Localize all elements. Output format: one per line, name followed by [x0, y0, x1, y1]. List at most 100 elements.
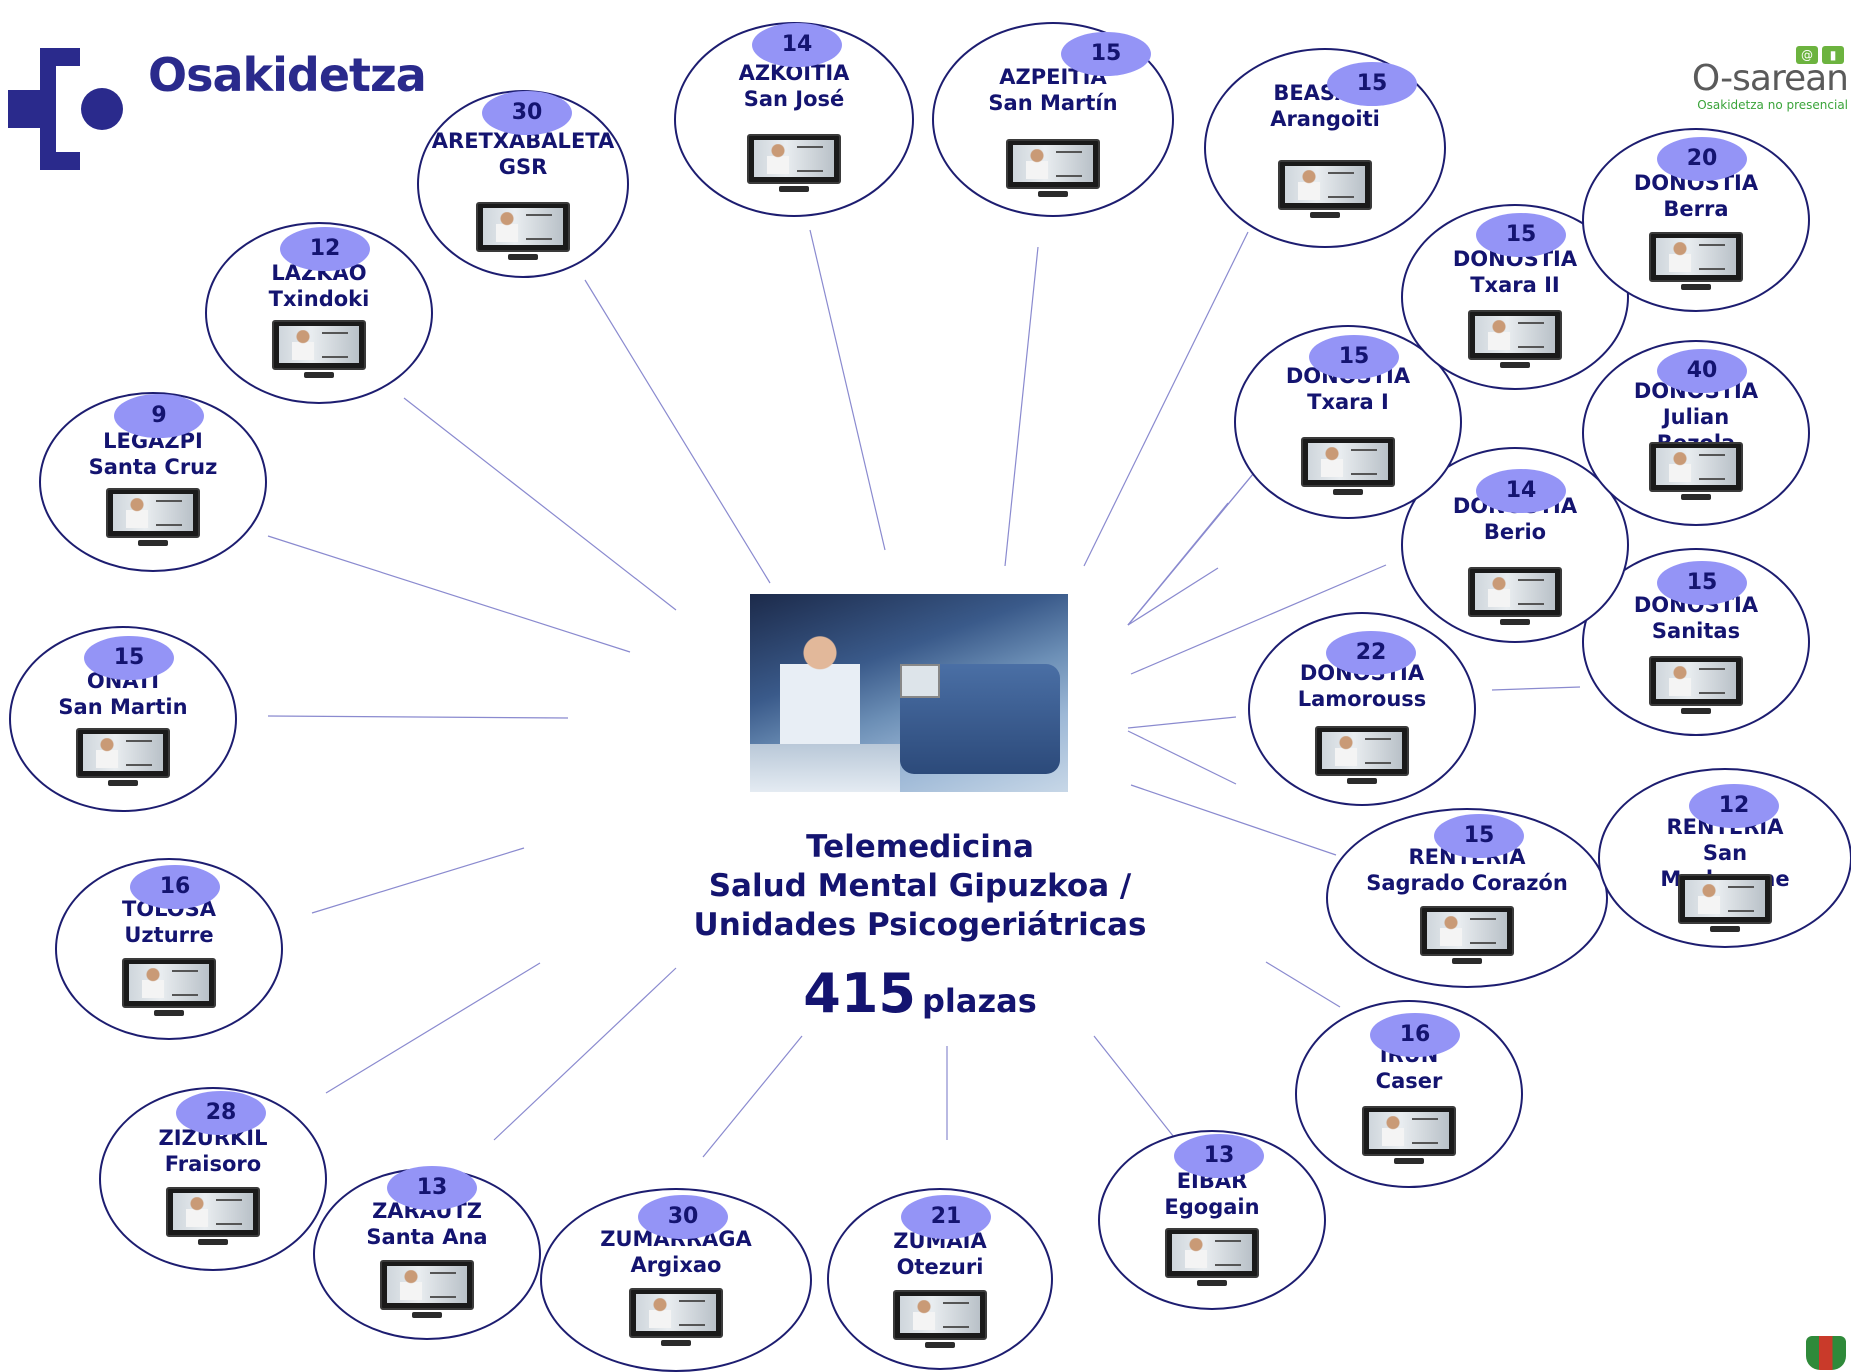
capacity-badge: 15	[1061, 32, 1151, 76]
facility-name-line: Berra	[1663, 197, 1729, 221]
capacity-badge: 21	[901, 1195, 991, 1239]
connector-line-lazkao	[403, 397, 677, 611]
telemedicine-screen-icon	[166, 1187, 260, 1245]
photo-monitor	[900, 664, 940, 698]
screen-stand	[1197, 1280, 1227, 1286]
facility-name-line: Txara I	[1307, 390, 1389, 414]
screen-stand	[1500, 619, 1530, 625]
screen-stand	[412, 1312, 442, 1318]
connector-line-tolosa	[311, 847, 525, 914]
screen-stand	[779, 186, 809, 192]
connector-line-renteria-sc	[1130, 784, 1337, 856]
telemedicine-screen-icon	[1649, 232, 1743, 290]
xray-figure	[172, 970, 198, 996]
osakidetza-wordmark: Osakidetza	[148, 48, 427, 102]
connector-line-donostia-txara1	[1127, 567, 1219, 626]
doctor-figure	[1335, 736, 1357, 766]
capacity-badge: 12	[280, 227, 370, 271]
connector-line-zizurkil	[325, 962, 541, 1094]
connector-line-azpeitia	[1004, 246, 1039, 567]
facility-name-line: San	[1702, 841, 1748, 865]
xray-figure	[1699, 668, 1725, 694]
connector-line-donostia-berio	[1130, 564, 1387, 675]
screen-stand	[1038, 191, 1068, 197]
center-title-line: Telemedicina	[806, 829, 1034, 865]
facility-name-line: Caser	[1375, 1069, 1443, 1093]
telemedicine-screen-icon	[122, 958, 216, 1016]
capacity-badge: 30	[638, 1195, 728, 1239]
doctor-figure	[496, 212, 518, 242]
osarean-wordmark: O-sarean	[1691, 58, 1849, 99]
telemedicine-screen-icon	[629, 1288, 723, 1346]
capacity-badge: 16	[1370, 1013, 1460, 1057]
capacity-badge: 28	[176, 1091, 266, 1135]
xray-figure	[1470, 918, 1496, 944]
capacity-badge: 15	[1476, 213, 1566, 257]
facility-name-line: Arangoiti	[1270, 107, 1380, 131]
connector-line-zumarraga	[702, 1035, 803, 1158]
telemedicine-screen-icon	[1649, 442, 1743, 500]
telemedicine-screen-icon	[1362, 1106, 1456, 1164]
connector-line-azkoitia	[809, 229, 886, 551]
connector-line-eibar	[1093, 1035, 1182, 1147]
telemedicine-screen-icon	[380, 1260, 474, 1318]
telemedicine-screen-icon	[1420, 906, 1514, 964]
facility-name-line: Sanitas	[1651, 619, 1741, 643]
connector-line-beasain	[1083, 231, 1249, 567]
doctor-figure	[142, 968, 164, 998]
xray-figure	[679, 1300, 705, 1326]
facility-name-line: Txindoki	[268, 287, 370, 311]
xray-figure	[1518, 322, 1544, 348]
xray-figure	[797, 146, 823, 172]
capacity-badge: 14	[1476, 469, 1566, 513]
osarean-logo: @ ▮ O-sarean Osakidetza no presencial	[1668, 46, 1849, 116]
telemedicine-screen-icon	[1006, 139, 1100, 197]
telemedicine-screen-icon	[893, 1290, 987, 1348]
doctor-figure	[1488, 320, 1510, 350]
facility-name-line: Sagrado Corazón	[1366, 871, 1568, 895]
telemedicine-screen-icon	[1468, 567, 1562, 625]
capacity-badge: 13	[1174, 1134, 1264, 1178]
connector-line-legazpi	[267, 535, 631, 653]
screen-stand	[154, 1010, 184, 1016]
connector-line-irun	[1265, 961, 1341, 1008]
capacity-badge: 20	[1657, 137, 1747, 181]
telemedicine-screen-icon	[1315, 726, 1409, 784]
xray-figure	[1699, 244, 1725, 270]
doctor-figure	[1669, 452, 1691, 482]
doctor-figure	[126, 498, 148, 528]
center-title-line: Salud Mental Gipuzkoa /	[708, 868, 1132, 904]
osarean-tagline: Osakidetza no presencial	[1697, 98, 1848, 112]
doctor-figure	[1488, 577, 1510, 607]
doctor-figure	[913, 1300, 935, 1330]
doctor-figure	[1669, 666, 1691, 696]
connector-line-aretxabaleta	[584, 279, 771, 584]
facility-name-line: GSR	[498, 155, 548, 179]
doctor-figure	[767, 144, 789, 174]
telemedicine-screen-icon	[1678, 874, 1772, 932]
telemedicine-screen-icon	[476, 202, 570, 260]
phone-icon: ▮	[1822, 46, 1844, 64]
photo-desk	[750, 744, 900, 792]
telemedicine-screen-icon	[272, 320, 366, 378]
capacity-badge: 14	[752, 23, 842, 67]
screen-stand	[138, 540, 168, 546]
telemedicine-screen-icon	[1649, 656, 1743, 714]
screen-stand	[1681, 494, 1711, 500]
xray-figure	[1215, 1240, 1241, 1266]
facility-name-line: Txara II	[1470, 273, 1560, 297]
facility-name-line: AZPEITIA	[999, 65, 1107, 89]
screen-stand	[508, 254, 538, 260]
capacity-badge: 13	[387, 1166, 477, 1210]
capacity-badge: 15	[84, 636, 174, 680]
at-icon: @	[1796, 46, 1818, 64]
screen-stand	[198, 1239, 228, 1245]
screen-stand	[1681, 284, 1711, 290]
connector-line-zarautz	[493, 967, 677, 1141]
xray-figure	[156, 500, 182, 526]
facility-name-line: San Martin	[58, 695, 188, 719]
xray-figure	[1699, 454, 1725, 480]
